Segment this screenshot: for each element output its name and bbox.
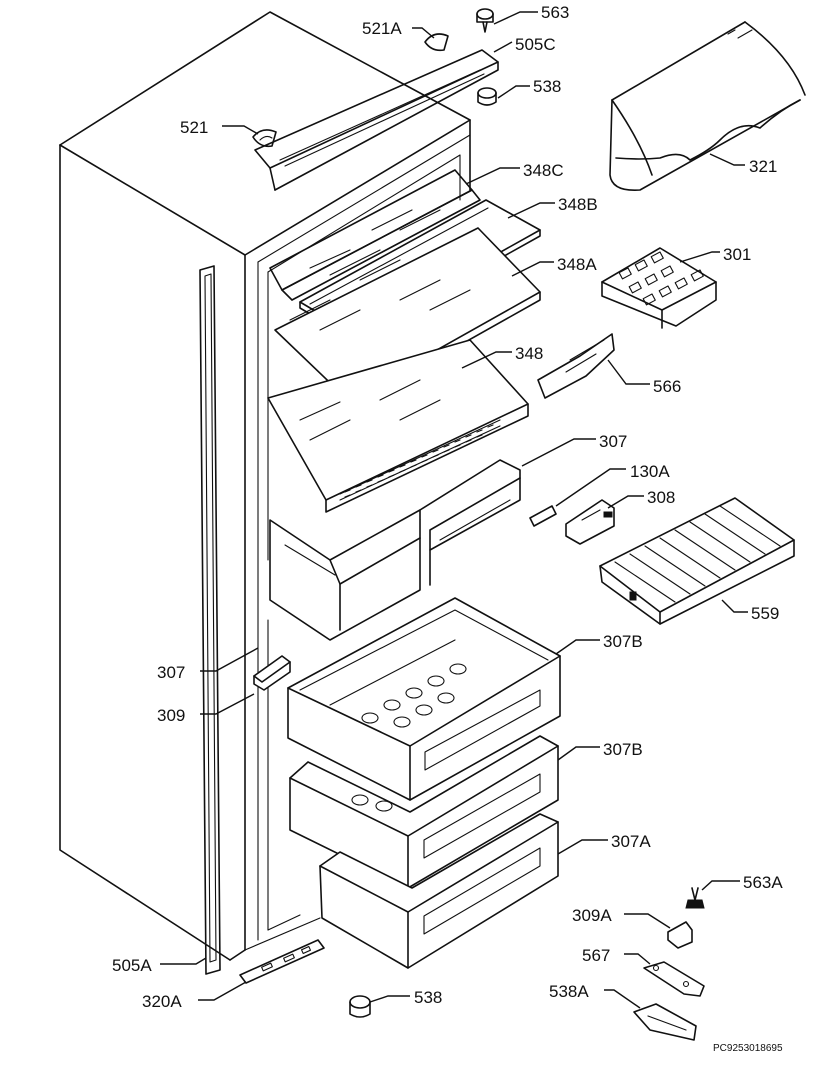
shelf-348-perforation [344,424,494,498]
door-bin-307-right [419,459,521,586]
label-309: 309 [157,706,185,725]
hinge-cover-521A [424,33,449,52]
hinge-pin-538-bottom [349,995,371,1018]
label-348C: 348C [523,161,564,180]
hinge-cover-521 [252,129,277,148]
shelf-348 [267,339,529,513]
label-521: 521 [180,118,208,137]
screw-563A [685,887,705,909]
reference-code: PC9253018695 [713,1043,783,1054]
clip-309A [667,921,693,949]
shelf-348C [269,169,481,301]
screw-563 [476,8,494,33]
label-307: 307 [599,432,627,451]
label-348A: 348A [557,255,597,274]
ice-cube-tray-cells [618,251,704,306]
label-320A: 320A [142,992,182,1011]
label-308: 308 [647,488,675,507]
drawer-307B-upper [287,597,561,801]
label-566: 566 [653,377,681,396]
label-348: 348 [515,344,543,363]
label-563A: 563A [743,873,783,892]
part-labels: 563 521A 505C 538 521 321 348C 348B 348A… [112,3,783,1011]
label-348B: 348B [558,195,598,214]
label-130A: 130A [630,462,670,481]
drawer-307A [319,813,559,969]
label-567: 567 [582,946,610,965]
label-521A: 521A [362,19,402,38]
label-307B-lower: 307B [603,740,643,759]
tray-559 [599,497,795,625]
top-hinge-plate [254,49,499,191]
tray-559-ribs [614,505,781,603]
label-301: 301 [723,245,751,264]
door-gasket [199,265,221,975]
hinge-567 [643,961,705,997]
label-309A: 309A [572,906,612,925]
part-309 [253,655,291,691]
bracket-130A [529,505,557,527]
hinge-pin-538 [477,87,497,106]
label-307B-upper: 307B [603,632,643,651]
label-321: 321 [749,157,777,176]
hinge-538A [633,1003,697,1041]
drawer-307B-lower [289,735,559,889]
door-bin-307-left [269,509,421,641]
label-563: 563 [541,3,569,22]
label-505C: 505C [515,35,556,54]
bracket-308 [565,499,615,545]
ice-scraper-566 [537,333,615,399]
bottom-hinge-plate [239,939,325,984]
label-307A: 307A [611,832,651,851]
label-538-bottom: 538 [414,988,442,1007]
label-505A: 505A [112,956,152,975]
label-538A: 538A [549,982,589,1001]
label-307-left: 307 [157,663,185,682]
leader-lines [160,11,748,1009]
cabinet-body [59,11,471,961]
drawer-307B-upper-holes [361,663,467,728]
label-538: 538 [533,77,561,96]
label-559: 559 [751,604,779,623]
ice-cube-tray [601,247,717,329]
bottle-rack [609,21,806,192]
